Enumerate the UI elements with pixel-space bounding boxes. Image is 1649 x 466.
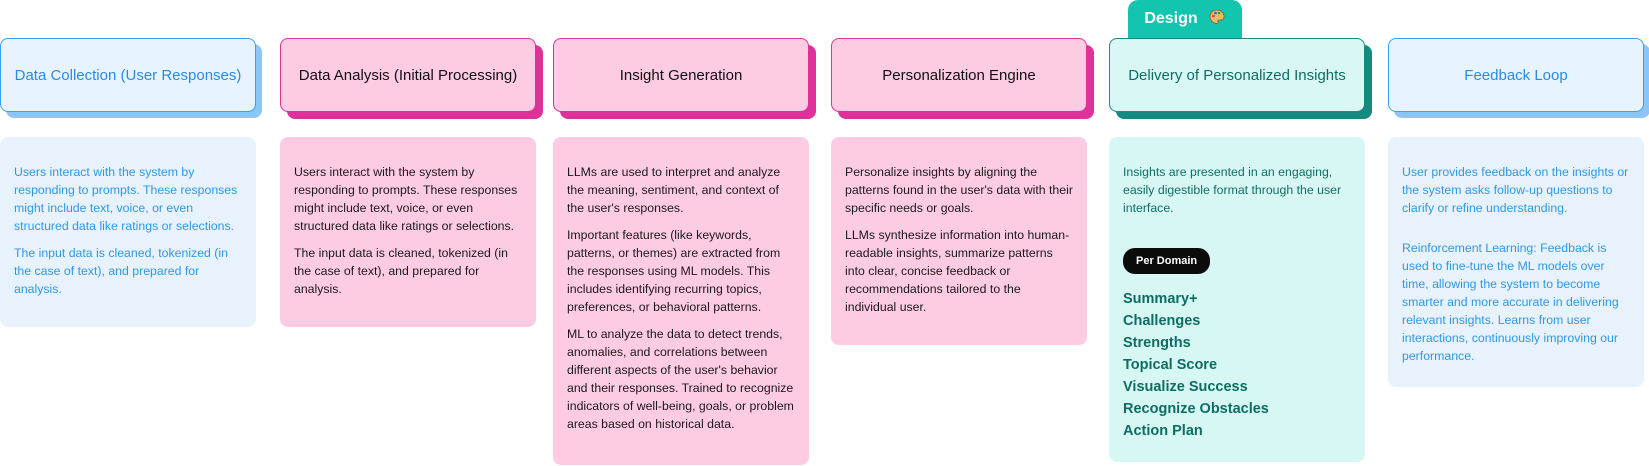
card-paragraph: ML to analyze the data to detect trends,… [567, 327, 794, 431]
step-header[interactable]: Delivery of Personalized Insights [1109, 38, 1365, 112]
step-header[interactable]: Feedback Loop [1388, 38, 1644, 112]
card-paragraph: LLMs synthesize information into human-r… [845, 228, 1070, 314]
card-paragraph: User provides feedback on the insights o… [1402, 165, 1629, 215]
domain-item: Recognize Obstacles [1123, 401, 1269, 417]
domain-item: Visualize Success [1123, 379, 1248, 395]
domain-item: Strengths [1123, 335, 1191, 351]
card-paragraph: LLMs are used to interpret and analyze t… [567, 165, 781, 215]
step-header[interactable]: Personalization Engine [831, 38, 1087, 112]
card-paragraph: The input data is cleaned, tokenized (in… [14, 246, 228, 296]
design-tab-label: Design [1144, 10, 1198, 27]
step-card: Users interact with the system by respon… [280, 137, 536, 327]
card-paragraph: Important features (like keywords, patte… [567, 228, 781, 314]
step-header[interactable]: Data Collection (User Responses) [0, 38, 256, 112]
step-card: Personalize insights by aligning the pat… [831, 137, 1087, 345]
card-paragraph: The input data is cleaned, tokenized (in… [294, 246, 508, 296]
card-paragraph: Users interact with the system by respon… [14, 165, 238, 233]
card-paragraph: Users interact with the system by respon… [294, 165, 518, 233]
domain-item: Topical Score [1123, 357, 1218, 373]
step-header[interactable]: Insight Generation [553, 38, 809, 112]
step-card: Insights are presented in an engaging, e… [1109, 137, 1365, 462]
card-paragraph: Insights are presented in an engaging, e… [1123, 165, 1342, 215]
card-paragraph: Personalize insights by aligning the pat… [845, 165, 1073, 215]
step-card: LLMs are used to interpret and analyze t… [553, 137, 809, 465]
card-paragraph: Reinforcement Learning: Feedback is used… [1402, 241, 1619, 363]
step-card: Users interact with the system by respon… [0, 137, 256, 327]
step-header[interactable]: Data Analysis (Initial Processing) [280, 38, 536, 112]
design-tab[interactable]: Design [1128, 0, 1242, 38]
palette-icon [1208, 8, 1226, 31]
per-domain-badge: Per Domain [1123, 248, 1211, 274]
domain-item: Challenges [1123, 313, 1201, 329]
domain-item: Action Plan [1123, 423, 1203, 439]
domain-list: Summary+ Challenges Strengths Topical Sc… [1123, 288, 1351, 442]
domain-item: Summary+ [1123, 291, 1198, 307]
step-card: User provides feedback on the insights o… [1388, 137, 1644, 387]
